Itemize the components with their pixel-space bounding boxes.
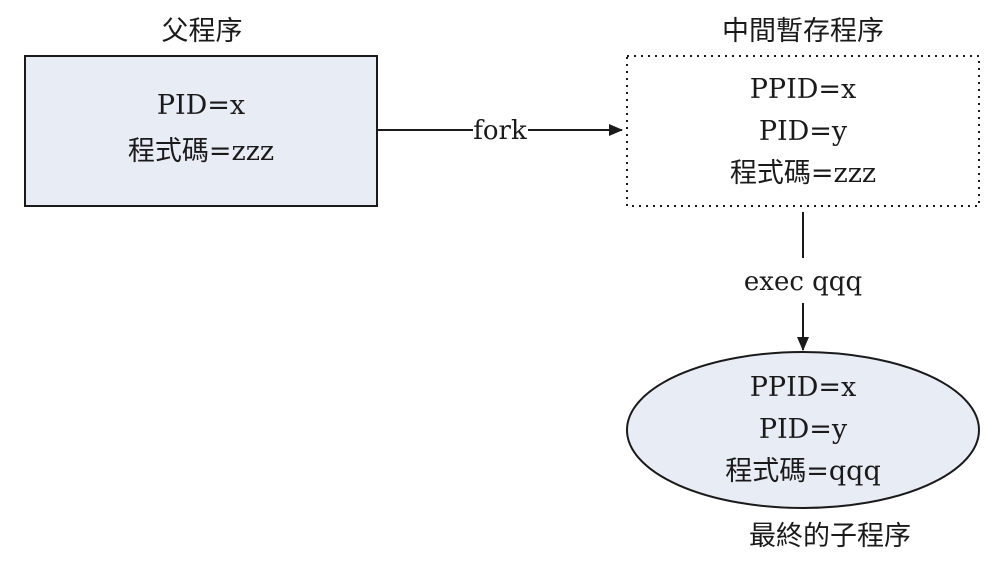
final-line-1: PPID=x: [750, 372, 857, 403]
intermediate-node: [626, 55, 980, 207]
intermediate-title: 中間暫存程序: [722, 16, 884, 47]
final-node: [626, 351, 980, 509]
final-line-2: PID=y: [759, 414, 848, 445]
parent-title: 父程序: [162, 16, 243, 47]
parent-node: [24, 55, 378, 207]
parent-line-2: 程式碼=zzz: [128, 136, 274, 167]
intermediate-line-1: PPID=x: [750, 74, 857, 105]
intermediate-line-3: 程式碼=zzz: [730, 158, 876, 189]
final-title: 最終的子程序: [749, 521, 911, 552]
parent-line-1: PID=x: [157, 90, 245, 121]
exec-label: exec qqq: [744, 267, 862, 297]
fork-label: fork: [473, 116, 527, 146]
final-line-3: 程式碼=qqq: [725, 456, 880, 487]
intermediate-line-2: PID=y: [759, 116, 848, 147]
